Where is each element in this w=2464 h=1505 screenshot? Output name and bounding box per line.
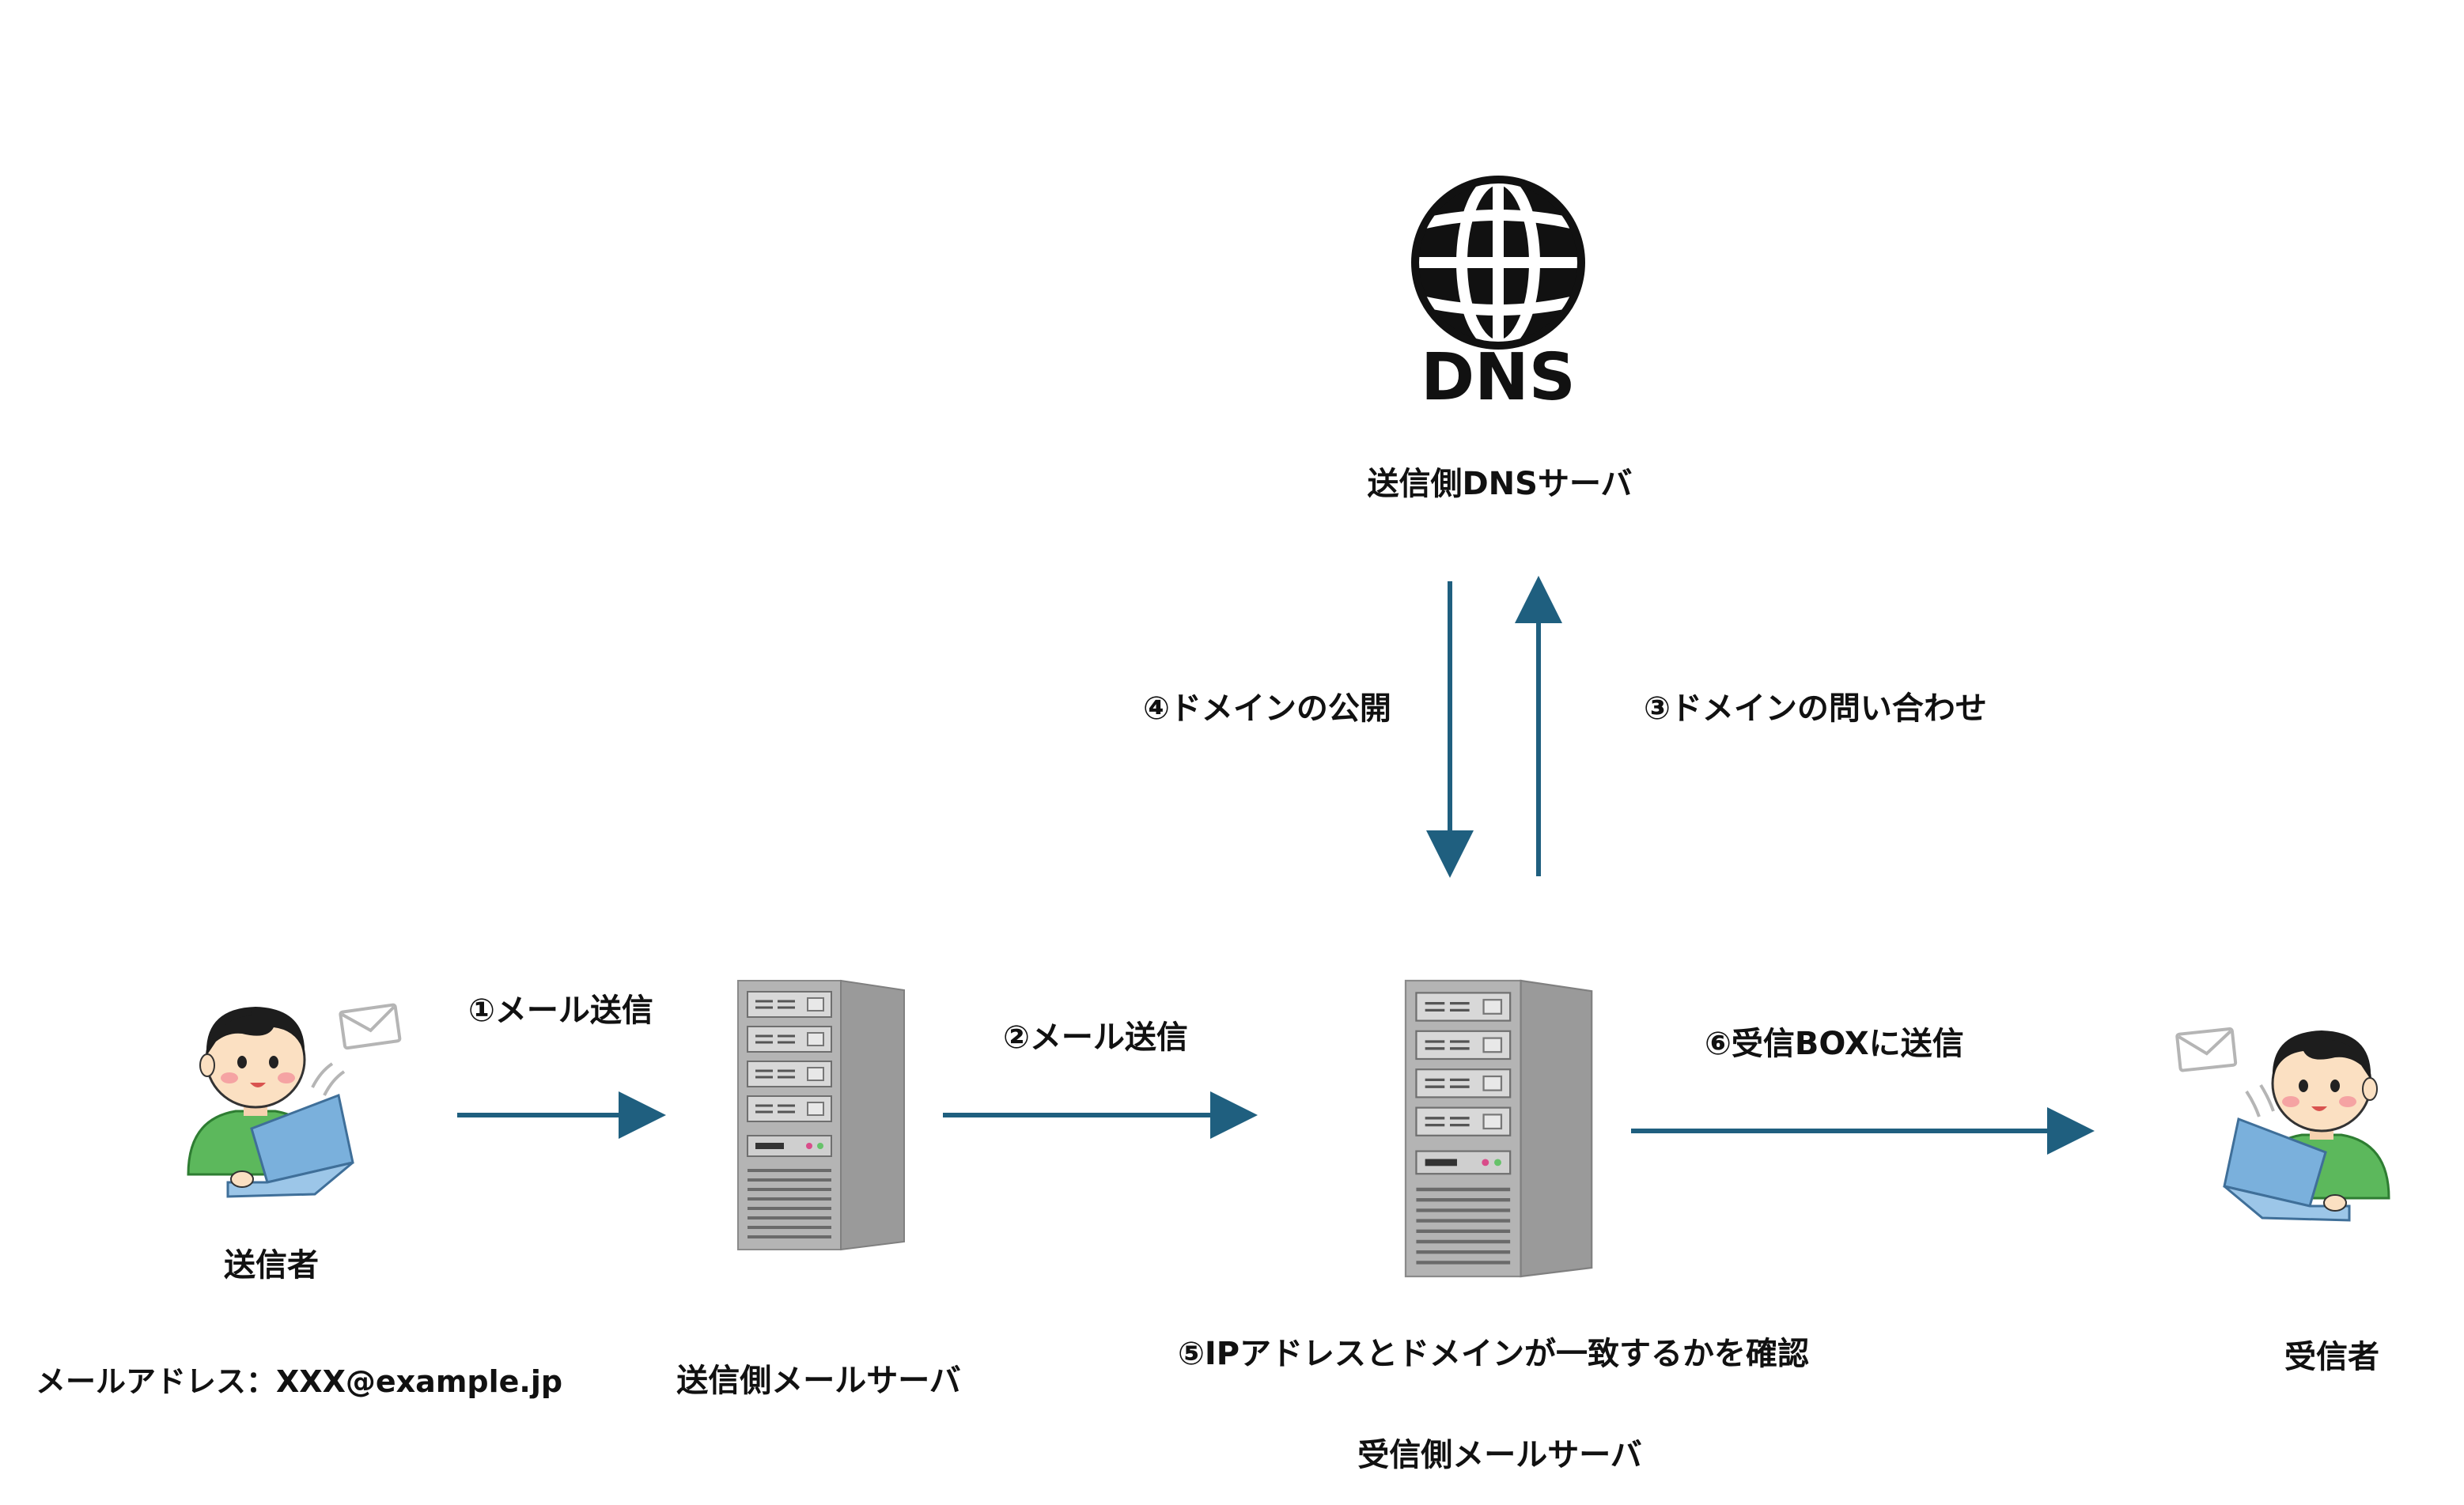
receiving-mail-server-label: 受信側メールサーバ (1357, 1437, 1642, 1473)
domain-check-note: ⑤IPアドレスとドメインが一致するかを確認 (1177, 1336, 1810, 1372)
receiver-envelope-icon (2175, 1027, 2238, 1072)
dns-globe-icon (1411, 174, 1585, 351)
dns-server-label: 送信側DNSサーバ (1367, 466, 1633, 502)
step3-label: ③ドメインの問い合わせ (1644, 690, 1987, 727)
sender-label: 送信者 (224, 1247, 319, 1284)
step6-label: ⑥受信BOXに送信 (1705, 1026, 1964, 1062)
step1-label: ①メール送信 (468, 993, 653, 1029)
receiving-mail-server-icon (1406, 981, 1592, 1276)
sending-mail-server-icon (736, 979, 906, 1251)
receiver-person-icon (2224, 1030, 2389, 1220)
receiver-label: 受信者 (2284, 1339, 2379, 1375)
step4-label: ④ドメインの公開 (1143, 690, 1391, 727)
receiver-receiving-lines-icon (2245, 1083, 2275, 1117)
sender-sending-lines-icon (311, 1062, 346, 1096)
sender-address: メールアドレス：XXX@example.jp (36, 1364, 563, 1399)
sender-person-icon (188, 1007, 353, 1197)
dns-logo-text: DNS (1421, 340, 1576, 415)
sending-mail-server-label: 送信側メールサーバ (676, 1363, 961, 1399)
step2-label: ②メール送信 (1003, 1019, 1188, 1056)
sender-envelope-icon (339, 1003, 402, 1050)
